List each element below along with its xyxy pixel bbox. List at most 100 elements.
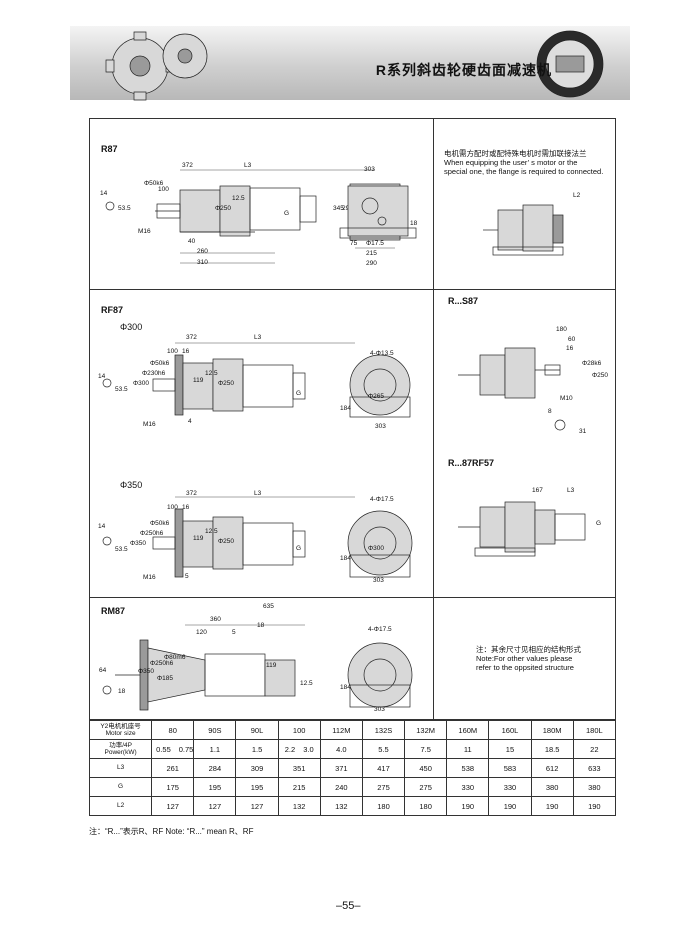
dim-rf350-372: 372 bbox=[186, 490, 197, 497]
table-cell-value: 0.75 bbox=[178, 744, 194, 754]
dim-rs87-8: 8 bbox=[548, 408, 552, 415]
table-cell: 284 bbox=[193, 758, 237, 778]
dim-rf350-phi250: Φ250 bbox=[218, 538, 235, 545]
dim-rf300-l3: L3 bbox=[254, 334, 262, 341]
dim-r87rf57-167: 167 bbox=[532, 487, 543, 494]
dim-r87-14: 14 bbox=[100, 190, 108, 197]
dim-rs87-16: 16 bbox=[566, 345, 574, 352]
divider-r87 bbox=[89, 289, 433, 290]
table-cell: 132S bbox=[361, 720, 406, 740]
table-cell: 330 bbox=[488, 777, 532, 797]
rf87-phi350-drawing bbox=[102, 496, 413, 578]
table-cell: 132 bbox=[277, 796, 321, 816]
table-cell: 190 bbox=[572, 796, 617, 816]
note-flange: 电机需方配时或配特殊电机时需加联接法兰 When equipping the u… bbox=[444, 149, 614, 176]
dim-rf350-holes: 4-Φ17.5 bbox=[370, 496, 394, 503]
dim-r87-372: 372 bbox=[182, 162, 193, 169]
row-header: L3 bbox=[88, 758, 153, 778]
dim-r87-53-5: 53.5 bbox=[118, 205, 131, 212]
table-cell: 195 bbox=[193, 777, 237, 797]
dim-rm87-119: 119 bbox=[266, 662, 277, 669]
dim-rm87-635: 635 bbox=[263, 603, 274, 610]
table-cell: 90S bbox=[193, 720, 237, 740]
dim-r87-12-5: 12.5 bbox=[232, 195, 245, 202]
dim-rm87-5: 5 bbox=[232, 629, 236, 636]
dim-r87-phi17-5: Φ17.5 bbox=[366, 240, 384, 247]
table-cell: 195 bbox=[235, 777, 279, 797]
table-cell-value: 11 bbox=[463, 744, 472, 754]
table-cell: 1.5 bbox=[235, 739, 279, 759]
dim-r87-g: G bbox=[284, 210, 290, 217]
label-phi300: Φ300 bbox=[120, 322, 143, 332]
dim-rm87-64: 64 bbox=[99, 667, 107, 674]
table-cell: 4.0 bbox=[319, 739, 363, 759]
table-cell: 275 bbox=[404, 777, 448, 797]
row-header-line: L2 bbox=[116, 802, 125, 810]
dim-rf350-184: 184 bbox=[340, 555, 351, 562]
dim-rf300-184: 184 bbox=[340, 405, 351, 412]
table-cell: 190 bbox=[446, 796, 490, 816]
header-banner bbox=[70, 26, 630, 101]
dim-rf300-phi300: Φ300 bbox=[133, 380, 150, 387]
page-title: R系列斜齿轮硬齿面减速机 bbox=[375, 62, 552, 78]
table-cell: 112M bbox=[319, 720, 363, 740]
dim-rm87-184: 184 bbox=[340, 684, 351, 691]
row-header-line: Motor size bbox=[105, 730, 136, 737]
table-cell: 132 bbox=[319, 796, 363, 816]
dim-rf300-g: G bbox=[296, 390, 302, 397]
dim-r87-303: 303 bbox=[364, 166, 375, 173]
table-cell-value: 1.1 bbox=[209, 744, 221, 754]
table-cell: 22 bbox=[572, 739, 617, 759]
label-rm87: RM87 bbox=[101, 606, 126, 616]
dim-rf350-12-5: 12.5 bbox=[205, 528, 218, 535]
dim-r87-345: 345 bbox=[333, 205, 344, 212]
table-cell-value: 22 bbox=[590, 744, 599, 754]
table-cell: 90L bbox=[235, 720, 279, 740]
dim-rf350-phi50k6: Φ50k6 bbox=[150, 520, 170, 527]
table-cell: 100 bbox=[277, 720, 321, 740]
dim-rf300-phi250: Φ250 bbox=[218, 380, 235, 387]
dim-rs87-180: 180 bbox=[556, 326, 567, 333]
dim-rf350-l3: L3 bbox=[254, 490, 262, 497]
note-flange-en2: special one, the flange is required to c… bbox=[444, 167, 604, 176]
page-number: –55– bbox=[336, 900, 361, 912]
table-cell: 417 bbox=[361, 758, 406, 778]
table-cell-value: 1.5 bbox=[251, 744, 263, 754]
table-cell: 180L bbox=[572, 720, 617, 740]
dim-r87-l3: L3 bbox=[244, 162, 252, 169]
flange-drawing bbox=[483, 204, 564, 256]
table-cell: 380 bbox=[572, 777, 617, 797]
dim-r87rf57-g: G bbox=[596, 520, 602, 527]
label-r87: R87 bbox=[101, 144, 118, 154]
dim-rm87-phi185: Φ185 bbox=[157, 675, 174, 682]
dim-rf350-16: 16 bbox=[182, 504, 190, 511]
table-cell: 330 bbox=[446, 777, 490, 797]
note-other-en1: Note:For other values please bbox=[476, 654, 573, 663]
table-cell: 127 bbox=[235, 796, 279, 816]
divider-rm87 bbox=[89, 597, 616, 598]
dim-rs87-60: 60 bbox=[568, 336, 576, 343]
dim-rf300-m16: M16 bbox=[143, 421, 156, 428]
row-header-line: L3 bbox=[116, 764, 125, 772]
note-other-cn: 注：其余尺寸见相应的结构形式 bbox=[476, 645, 581, 654]
divider-right-1 bbox=[433, 289, 616, 290]
table-cell: 351 bbox=[277, 758, 321, 778]
dim-rf300-119: 119 bbox=[193, 377, 204, 384]
note-other-en2: refer to the oppsited structure bbox=[476, 663, 574, 672]
table-cell-value: 18.5 bbox=[544, 744, 560, 754]
dim-rm87-18: 18 bbox=[257, 622, 265, 629]
dim-rm87-360: 360 bbox=[210, 616, 221, 623]
dim-rm87-18b: 18 bbox=[118, 688, 126, 695]
row-header: G bbox=[88, 777, 153, 797]
note-other-values: 注：其余尺寸见相应的结构形式 Note:For other values ple… bbox=[476, 645, 611, 672]
dim-rf350-5: 5 bbox=[185, 573, 189, 580]
dim-r87-m16: M16 bbox=[138, 228, 151, 235]
dim-rs87-phi28k6: Φ28k6 bbox=[582, 360, 602, 367]
dim-r87-18: 18 bbox=[410, 220, 418, 227]
table-cell: 180M bbox=[530, 720, 574, 740]
